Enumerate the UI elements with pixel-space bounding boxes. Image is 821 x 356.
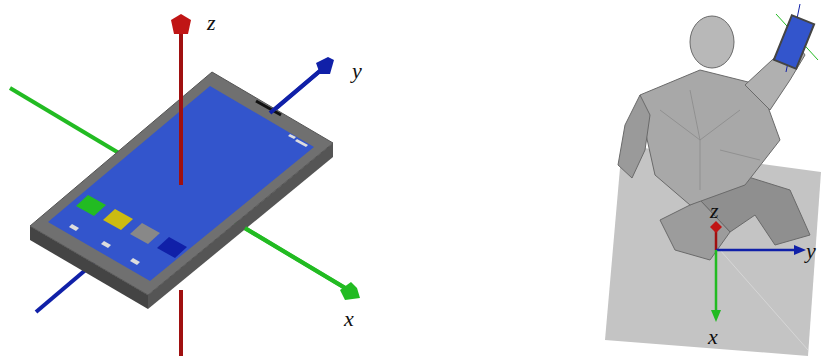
axis-label: x <box>344 308 354 330</box>
axis-label: y <box>806 240 816 262</box>
axis-label: y <box>352 60 362 82</box>
axis-label: z <box>207 12 216 34</box>
phone-axes-figure <box>10 14 360 356</box>
axis-label: x <box>708 326 718 348</box>
axis-label: z <box>710 200 719 222</box>
person-figure <box>605 4 821 356</box>
